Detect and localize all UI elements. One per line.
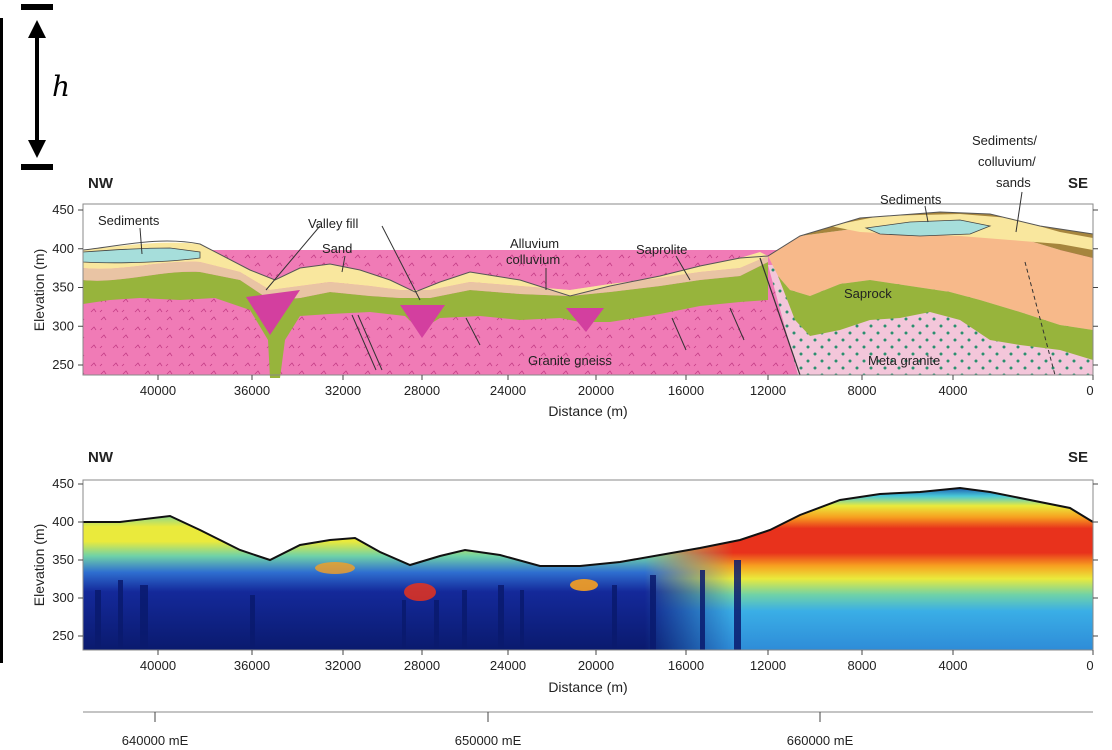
y-tick-label: 250 [52, 357, 74, 372]
y-tick-label: 400 [52, 514, 74, 529]
x-tick-label: 20000 [578, 383, 614, 398]
cross-section-panel [82, 191, 1094, 378]
easting-tick-label: 650000 mE [455, 733, 522, 748]
x-tick-label: 16000 [668, 383, 704, 398]
scale-bar: h [0, 4, 70, 663]
sediment-lens-right [864, 219, 992, 237]
ground-surface [82, 211, 1094, 297]
scale-bar-label: h [52, 70, 70, 103]
easting-tick-label: 660000 mE [787, 733, 854, 748]
label-colluvium: colluvium [506, 252, 560, 267]
dashed-contact-line [1024, 261, 1056, 376]
x-tick-label: 24000 [490, 658, 526, 673]
y-tick-label: 450 [52, 476, 74, 491]
sediment-lens-left [82, 247, 201, 264]
valley-fill-2 [400, 305, 445, 338]
label-alluvium: Alluvium [510, 236, 559, 251]
label-saprolite: Saprolite [636, 242, 687, 257]
nw-label-bottom: NW [88, 449, 114, 466]
se-label-top: SE [1068, 175, 1088, 192]
resistivity-left-field [83, 488, 1093, 650]
y-tick-label: 450 [52, 202, 74, 217]
easting-axis: 640000 mE 650000 mE 660000 mE [83, 711, 1093, 748]
xlabel-top: Distance (m) [548, 403, 627, 419]
x-tick-label: 24000 [490, 383, 526, 398]
resistivity-warm-spots [315, 562, 598, 601]
saprolite-right [768, 226, 1093, 330]
y-tick-label: 300 [52, 590, 74, 605]
y-tick-label: 400 [52, 241, 74, 256]
x-tick-label: 12000 [750, 658, 786, 673]
dyke-1b [357, 314, 383, 371]
label-sed-coll-2: colluvium/ [978, 154, 1036, 169]
x-tick-label: 32000 [325, 658, 361, 673]
label-sand: Sand [322, 241, 352, 256]
x-tick-label: 4000 [939, 658, 968, 673]
label-meta-granite: Meta granite [868, 353, 940, 368]
x-tick-label: 12000 [750, 383, 786, 398]
xlabel-bottom: Distance (m) [548, 679, 627, 695]
y-tick-label: 250 [52, 628, 74, 643]
x-tick-label: 16000 [668, 658, 704, 673]
saprock-right [778, 276, 1093, 360]
x-tick-label: 28000 [404, 383, 440, 398]
x-tick-label: 36000 [234, 658, 270, 673]
x-tick-label: 0 [1086, 658, 1093, 673]
y-tick-label: 350 [52, 280, 74, 295]
x-tick-label: 20000 [578, 658, 614, 673]
arrow-up-icon [28, 20, 46, 38]
label-valley-fill: Valley fill [308, 216, 358, 231]
cross-section-frame [82, 203, 1094, 376]
label-sediments-right: Sediments [880, 192, 942, 207]
x-tick-label: 28000 [404, 658, 440, 673]
resistivity-surface-line [83, 486, 1094, 567]
nw-label-top: NW [88, 175, 114, 192]
x-tick-label: 4000 [939, 383, 968, 398]
ylabel-bottom: Elevation (m) [31, 524, 47, 606]
resistivity-frame [82, 479, 1094, 651]
y-tick-label: 300 [52, 318, 74, 333]
ylabel-top: Elevation (m) [31, 249, 47, 331]
se-label-bottom: SE [1068, 449, 1088, 466]
x-tick-label: 8000 [848, 383, 877, 398]
label-saprock: Saprock [844, 286, 892, 301]
label-sediments-left: Sediments [98, 213, 160, 228]
easting-tick-label: 640000 mE [122, 733, 189, 748]
x-tick-label: 36000 [234, 383, 270, 398]
contact-line [759, 257, 801, 376]
x-tick-label: 0 [1086, 383, 1093, 398]
dyke-2 [465, 317, 481, 346]
arrow-down-icon [28, 140, 46, 158]
x-tick-label: 40000 [140, 658, 176, 673]
label-sed-coll-1: Sediments/ [972, 133, 1037, 148]
y-tick-label: 350 [52, 552, 74, 567]
dyke-4 [729, 307, 745, 341]
dyke-1 [351, 314, 377, 371]
label-sed-coll-3: sands [996, 175, 1031, 190]
x-tick-label: 8000 [848, 658, 877, 673]
label-granite-gneiss: Granite gneiss [528, 353, 612, 368]
valley-fill-3 [566, 308, 604, 332]
x-tick-label: 32000 [325, 383, 361, 398]
cross-section-labels: NW SE Sediments Valley fill Sand Alluviu… [88, 133, 1088, 368]
dyke-3 [671, 317, 687, 351]
resistivity-streaks [95, 560, 741, 650]
valley-fill-1 [246, 290, 300, 335]
x-tick-label: 40000 [140, 383, 176, 398]
resistivity-panel: NW SE [82, 449, 1094, 651]
